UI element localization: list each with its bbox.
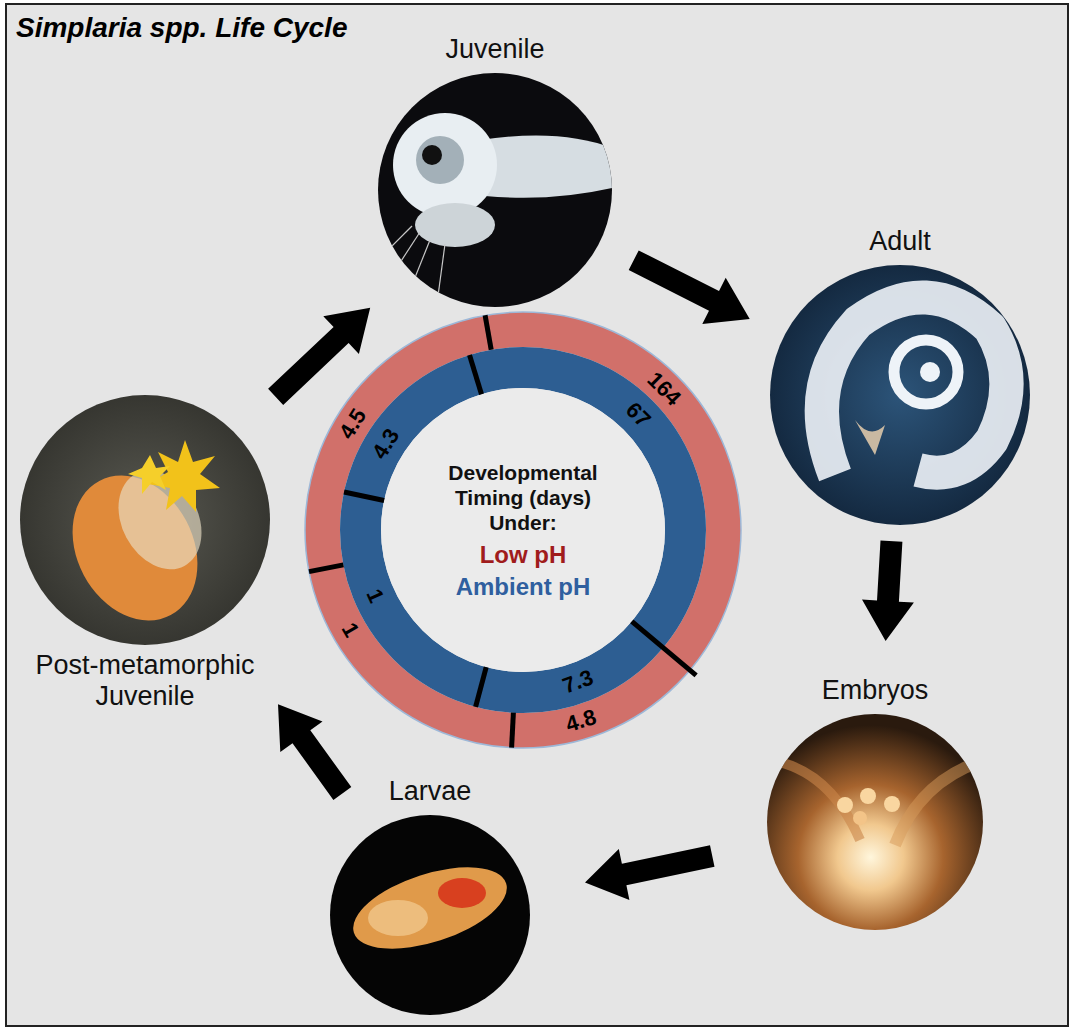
stage-photo-circle: Post-metamorphic Juvenile	[20, 395, 270, 645]
stage-photo-circle: Juvenile	[378, 73, 612, 307]
block-arrow	[862, 541, 914, 642]
timing-heading: Developmental Timing (days) Under:	[438, 460, 608, 535]
block-arrow	[585, 845, 715, 900]
stage-label: Adult	[760, 226, 1040, 257]
block-arrow	[268, 308, 370, 405]
stage-photo-circle: Adult	[770, 265, 1030, 525]
stage-label: Juvenile	[355, 34, 635, 65]
stage-label: Larvae	[290, 776, 570, 807]
stage-photo-circle: Larvae	[330, 815, 530, 1015]
diagram-title: Simplaria spp. Life Cycle	[16, 12, 347, 44]
stage-label: Post-metamorphic Juvenile	[5, 650, 285, 712]
block-arrow	[278, 704, 351, 800]
condition-label: Low pH	[480, 541, 567, 569]
timing-center-circle: Developmental Timing (days) Under: Low pH…	[383, 390, 663, 670]
condition-label: Ambient pH	[456, 573, 591, 601]
block-arrow	[629, 250, 750, 324]
stage-photo-circle: Embryos	[767, 714, 983, 930]
stage-label: Embryos	[735, 675, 1015, 706]
